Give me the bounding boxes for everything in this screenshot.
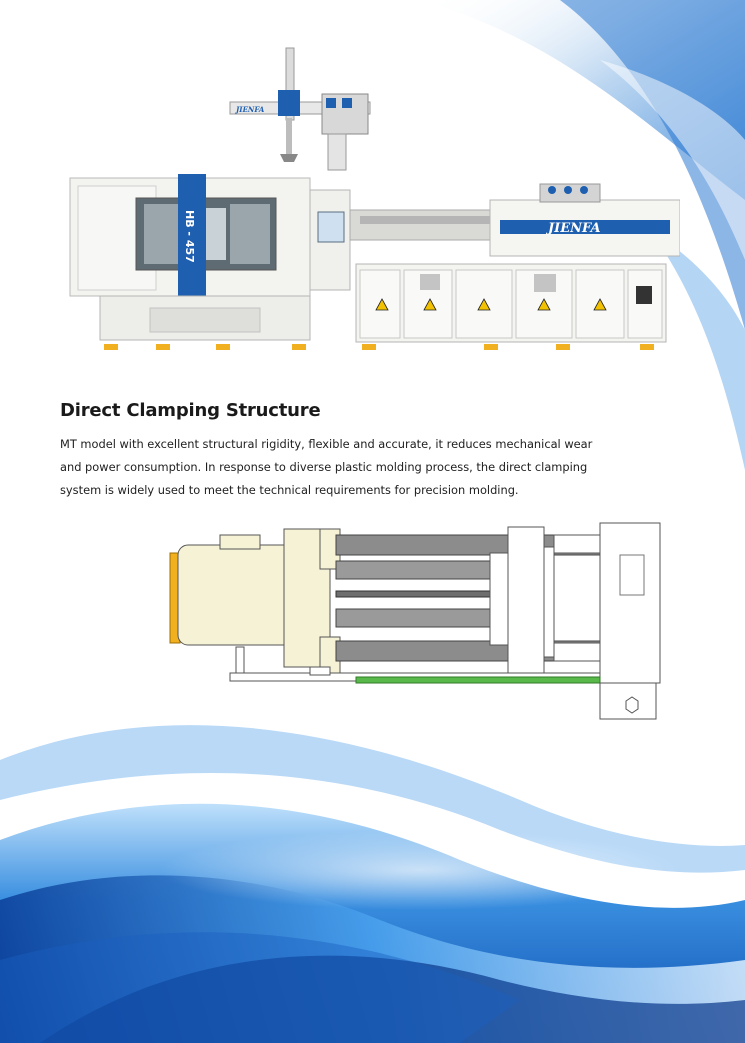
- svg-text:JIENFA: JIENFA: [234, 105, 265, 114]
- injection-molding-machine-image: JIENFA HB - 457 JIENFA: [69, 47, 680, 350]
- warning-icon: [375, 298, 607, 311]
- machine-brand-label: JIENFA: [545, 221, 601, 236]
- clamping-structure-diagram: [169, 522, 661, 720]
- fan-vent-icon: [420, 274, 440, 290]
- paragraph-line: MT model with excellent structural rigid…: [60, 437, 593, 451]
- control-panel-icon: [636, 286, 652, 304]
- section-heading: Direct Clamping Structure: [60, 400, 321, 421]
- section-paragraph: MT model with excellent structural rigid…: [60, 433, 620, 502]
- paragraph-line: and power consumption. In response to di…: [60, 460, 588, 474]
- machine-model-label: HB - 457: [183, 210, 196, 263]
- paragraph-line: system is widely used to meet the techni…: [60, 483, 519, 497]
